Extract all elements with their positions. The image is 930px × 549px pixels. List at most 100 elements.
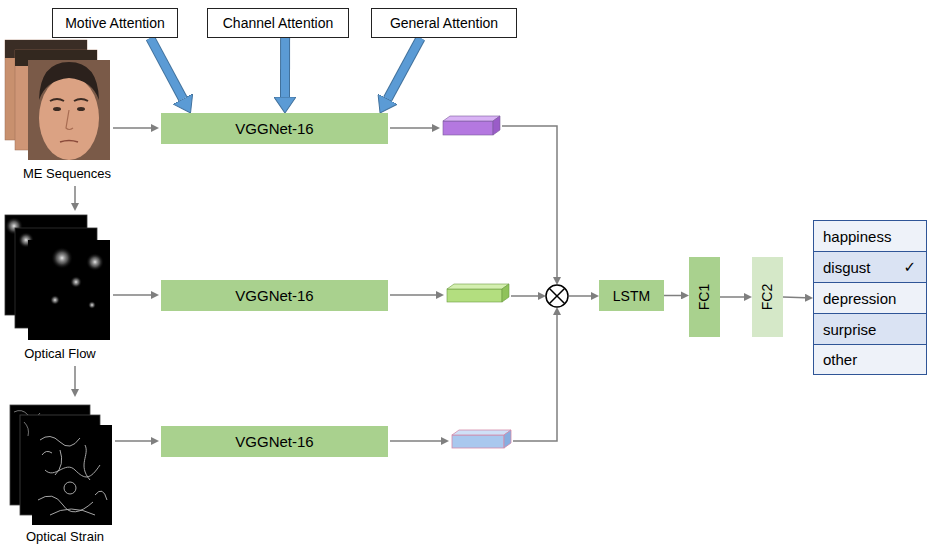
network-block: VGGNet-16 xyxy=(161,113,388,144)
optical-flow-frames xyxy=(86,253,104,271)
node-label: Channel Attention xyxy=(223,15,334,31)
attention-arrow xyxy=(150,38,183,99)
check-mark: ✓ xyxy=(903,258,916,276)
flow-arrow xyxy=(783,296,805,298)
lstm-block: LSTM xyxy=(599,280,664,311)
flow-arrow xyxy=(75,126,591,441)
node-label: General Attention xyxy=(390,15,498,31)
face-frames xyxy=(53,107,61,111)
optical-flow-frames xyxy=(88,301,96,309)
node-label: VGGNet-16 xyxy=(235,433,313,450)
optical-strain-frames xyxy=(38,436,107,515)
face-frames xyxy=(60,141,78,143)
flow-arrow xyxy=(569,295,591,297)
face-frames xyxy=(39,62,99,100)
feature-cuboid xyxy=(447,289,502,302)
attention-arrow xyxy=(284,38,285,97)
optical-flow-frames xyxy=(70,276,82,288)
node-label: depression xyxy=(823,290,896,307)
optical-flow-frames xyxy=(50,295,60,305)
flow-arrow xyxy=(390,294,436,296)
product-symbol xyxy=(549,288,565,304)
optical-flow-frames xyxy=(28,240,110,340)
optical-strain-frames xyxy=(64,482,76,494)
flow-arrow xyxy=(664,295,681,297)
node-label: disgust xyxy=(823,259,871,276)
node-label: other xyxy=(823,351,857,368)
attention-arrow xyxy=(388,38,421,99)
optical-strain-frames xyxy=(50,509,95,515)
node-label: VGGNet-16 xyxy=(235,287,313,304)
feature-cuboid xyxy=(447,284,509,302)
class-cell: other xyxy=(813,344,927,375)
flow-arrow xyxy=(502,126,557,277)
optical-flow-frames xyxy=(5,215,110,340)
node-label: FC2 xyxy=(759,284,775,310)
flow-arrow xyxy=(783,297,805,299)
node-label: VGGNet-16 xyxy=(235,120,313,137)
attention-arrow xyxy=(388,38,421,99)
flow-arrow xyxy=(720,296,744,298)
class-cell: happiness xyxy=(813,220,927,252)
flow-arrow xyxy=(74,366,76,389)
feature-cuboid xyxy=(452,435,504,448)
network-block: VGGNet-16 xyxy=(161,426,388,457)
product-symbol xyxy=(546,285,568,307)
flow-arrow xyxy=(113,127,151,129)
class-cell: surprise xyxy=(813,313,927,345)
flow-arrow xyxy=(664,295,681,296)
feature-cuboid xyxy=(452,430,511,448)
product-symbol xyxy=(546,285,568,307)
feature-cuboid xyxy=(502,284,509,302)
face-frames xyxy=(28,60,110,160)
feature-cuboid xyxy=(443,121,493,135)
face-frames xyxy=(77,107,85,111)
optical-strain-frames xyxy=(42,451,52,455)
face-frames xyxy=(50,99,64,101)
optical-strain-frames xyxy=(55,450,62,475)
flow-arrow xyxy=(720,297,744,298)
face-frames xyxy=(5,40,110,160)
feature-cuboid xyxy=(493,116,500,135)
attention-arrow xyxy=(280,38,290,97)
feature-cuboid xyxy=(447,284,509,289)
fc-layer: FC2 xyxy=(752,257,783,337)
attention-arrow xyxy=(281,38,289,97)
flow-arrow xyxy=(513,315,557,441)
optical-strain-frames xyxy=(84,445,90,480)
optical-strain-frames xyxy=(24,422,29,436)
flow-arrow xyxy=(511,295,538,297)
feature-cuboid xyxy=(504,430,511,448)
class-cell: depression xyxy=(813,282,927,314)
optical-strain-frames xyxy=(10,405,112,525)
face-frames xyxy=(66,110,73,130)
face-frames xyxy=(39,76,99,160)
attention-arrow xyxy=(388,38,421,99)
attention-arrow xyxy=(150,38,183,99)
product-symbol xyxy=(549,288,565,304)
node-label: LSTM xyxy=(613,288,650,304)
flow-arrow xyxy=(74,186,76,203)
attention-box: Channel Attention xyxy=(207,8,349,38)
attention-box: General Attention xyxy=(371,8,517,38)
node-label: happiness xyxy=(823,228,891,245)
node-label: Motive Attention xyxy=(65,15,165,31)
feature-cuboid xyxy=(452,430,511,435)
flow-arrow xyxy=(390,440,441,442)
image-caption: Optical Flow xyxy=(24,346,96,361)
fc-layer: FC1 xyxy=(689,257,720,337)
feature-cuboid xyxy=(443,116,500,121)
optical-strain-frames xyxy=(45,465,100,477)
face-frames xyxy=(74,99,88,101)
node-label: surprise xyxy=(823,321,876,338)
image-caption: Optical Strain xyxy=(26,529,104,544)
image-caption: ME Sequences xyxy=(23,166,111,181)
class-cell: disgust ✓ xyxy=(813,251,927,283)
flow-arrow xyxy=(113,294,151,296)
optical-strain-frames xyxy=(40,436,80,446)
optical-strain-frames xyxy=(95,491,107,500)
attention-arrow xyxy=(150,38,183,99)
